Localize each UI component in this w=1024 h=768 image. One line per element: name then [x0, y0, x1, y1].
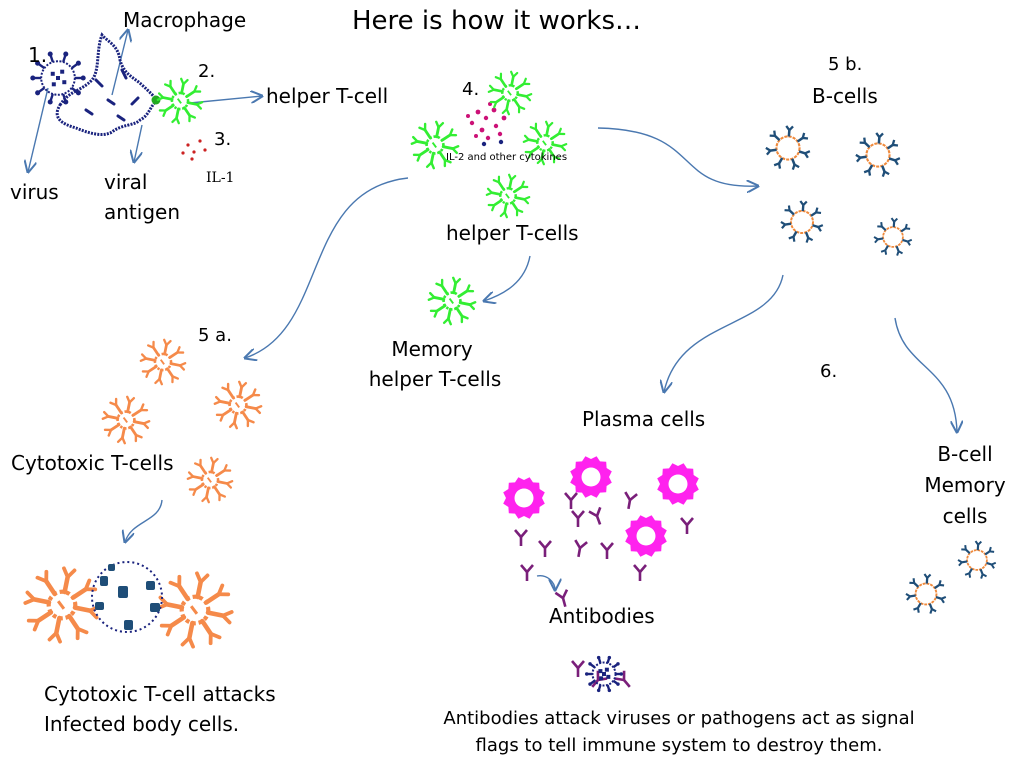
antibody-caption-line1: Antibodies attack viruses or pathogens a…	[443, 708, 915, 729]
cyto-attack-caption-line2: Infected body cells.	[44, 712, 240, 736]
antibody	[571, 510, 585, 527]
helper-t-cell-cluster	[487, 70, 533, 116]
memory-helper-t-cell	[427, 276, 477, 326]
viral-antigen-label-line2: antigen	[104, 200, 181, 224]
memory-helper-label-line2: helper T-cells	[368, 367, 502, 391]
arrow-to-viral-antigen	[134, 124, 143, 162]
b-cell	[765, 125, 811, 170]
helper-t-cell-label: helper T-cell	[266, 84, 389, 108]
arrow-to-cytotoxic	[245, 177, 409, 358]
il2-cytokines	[466, 102, 507, 147]
helper-t-cell	[156, 77, 204, 125]
virus-label: virus	[10, 180, 59, 204]
helper-t-cell-cluster	[485, 173, 531, 219]
antibody	[600, 542, 614, 559]
arrow-to-antibodies	[536, 575, 555, 590]
plasma-cell	[503, 477, 545, 519]
antibody	[588, 506, 602, 525]
b-cells-label: B-cells	[812, 84, 878, 108]
arrow-to-b-cells	[597, 127, 758, 186]
page-title: Here is how it works…	[352, 6, 642, 36]
antibody-virus-complex	[584, 655, 624, 693]
arrow-to-plasma	[664, 274, 784, 392]
arrow-to-memory-helper	[484, 255, 531, 301]
virus-particle	[30, 51, 86, 105]
memory-helper-label-line1: Memory	[391, 337, 473, 361]
arrow-to-infected	[125, 499, 163, 542]
cytotoxic-t-cell	[186, 456, 234, 504]
antibody	[633, 564, 647, 581]
helper-t-cell-cluster	[522, 120, 568, 166]
helper-t-cells-label: helper T-cells	[446, 221, 579, 245]
antibody	[538, 540, 552, 557]
infected-cell-attack	[23, 561, 234, 649]
il1-cytokines	[181, 139, 207, 161]
step-4: 4.	[462, 79, 480, 100]
plasma-cell	[625, 515, 667, 557]
antibody-caption-line2: flags to tell immune system to destroy t…	[475, 735, 883, 756]
cyto-attack-caption-line1: Cytotoxic T-cell attacks	[44, 682, 276, 706]
antibody	[680, 517, 694, 534]
b-cell-memory-label-line1: B-cell	[937, 442, 993, 466]
il1-label: IL-1	[206, 170, 235, 186]
cytotoxic-t-cell	[139, 338, 187, 386]
step-3: 3.	[214, 129, 232, 150]
b-cell-memory-label-line3: cells	[942, 504, 988, 528]
memory-b-cell	[905, 573, 947, 614]
il2-label: IL-2 and other cytokines	[446, 152, 568, 163]
b-cell	[855, 132, 901, 177]
step-1: 1.	[28, 43, 48, 67]
arrows	[28, 30, 957, 590]
antibody	[624, 491, 638, 510]
plasma-cell-group	[503, 456, 699, 557]
plasma-cells-label: Plasma cells	[582, 407, 706, 431]
arrow-to-macrophage	[111, 30, 128, 96]
antibody	[520, 564, 534, 581]
viral-antigen-label-line1: viral	[104, 170, 148, 194]
step-2: 2.	[198, 61, 216, 82]
antibodies-label: Antibodies	[549, 604, 655, 628]
antibody	[554, 589, 569, 608]
b-cell	[873, 217, 913, 256]
attacking-cytotoxic-t-cell	[156, 571, 234, 649]
arrow-to-virus	[28, 87, 49, 172]
macrophage-cell	[55, 32, 161, 136]
step-5a: 5 a.	[198, 325, 232, 346]
antibody	[574, 539, 588, 558]
helper-t-cell-cluster	[410, 120, 460, 170]
cytotoxic-t-cell-group	[101, 338, 263, 504]
antibody	[514, 529, 528, 546]
antibody	[571, 660, 585, 677]
step-5b: 5 b.	[828, 54, 863, 75]
attacking-cytotoxic-t-cell	[23, 566, 101, 644]
memory-b-cell	[957, 540, 997, 579]
step-6: 6.	[820, 361, 838, 382]
cytotoxic-t-cells-label: Cytotoxic T-cells	[11, 451, 174, 475]
antibody	[614, 670, 631, 688]
b-cell	[780, 200, 824, 243]
macrophage-label: Macrophage	[123, 8, 247, 32]
antibody-group	[514, 491, 694, 688]
cytotoxic-t-cell	[101, 395, 151, 445]
arrow-to-b-memory	[894, 317, 957, 432]
b-cell-group	[765, 125, 997, 614]
plasma-cell	[570, 456, 612, 498]
cytotoxic-t-cell	[213, 380, 263, 430]
b-cell-memory-label-line2: Memory	[924, 473, 1006, 497]
antibody	[564, 492, 578, 509]
plasma-cell	[657, 463, 699, 505]
helper-t-cell-group	[156, 70, 568, 326]
